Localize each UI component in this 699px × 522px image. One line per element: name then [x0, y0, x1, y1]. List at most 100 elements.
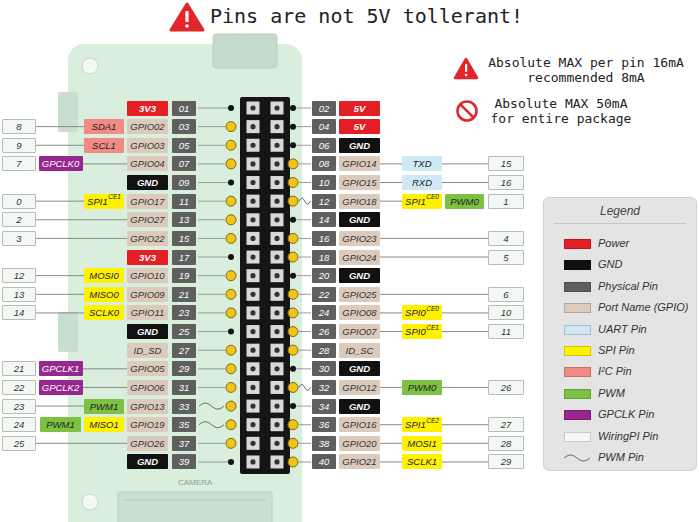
header-pin [247, 102, 260, 115]
page-title: Pins are not 5V tollerant! [210, 2, 523, 30]
spi-tag: MOSI1 [402, 436, 442, 451]
wiringpi-number: 16 [488, 175, 524, 190]
pin-leader-line [198, 331, 228, 332]
physical-pin-number: 16 [312, 231, 336, 246]
header-pin-hole [274, 403, 279, 408]
prohibition-icon [458, 102, 477, 121]
header-pin-hole [250, 236, 255, 241]
header-pin-hole [274, 161, 279, 166]
pin-label: 39 [179, 454, 190, 469]
pwm-tag: PWM0 [445, 194, 484, 209]
legend-label: UART Pin [598, 323, 647, 336]
gpio-tag: GPIO25 [339, 287, 380, 302]
leader-line [36, 145, 84, 146]
physical-pin-number: 07 [172, 156, 196, 171]
power-tag: 5V [339, 119, 380, 134]
header-pin-hole [274, 124, 279, 129]
pin-label: GPIO19 [130, 417, 164, 432]
pin-label: 24 [319, 305, 330, 320]
leader-line [380, 331, 402, 332]
usb-port [58, 92, 78, 132]
warning-icon-mark [185, 24, 189, 28]
header-pin [247, 213, 260, 226]
leader-line [36, 294, 84, 295]
power-pin-dot [228, 105, 234, 111]
pin-label: GND [349, 361, 370, 376]
pin-label: GPIO12 [342, 380, 376, 395]
wiringpi-number: 1 [488, 194, 524, 209]
pin-leader-line [198, 163, 225, 164]
pin-label: GPIO07 [342, 324, 376, 339]
legend-swatch [564, 260, 591, 270]
pin-header [240, 97, 290, 474]
pin-leader-line [296, 368, 311, 369]
leader-line [36, 275, 84, 276]
pin-leader-line [299, 238, 311, 239]
gpio-pin-dot [288, 382, 298, 392]
gpio-pin-dot [226, 289, 236, 299]
gpio-pin-dot [288, 327, 298, 337]
power-pin-dot [228, 180, 234, 186]
pin-label: ID_SC [346, 343, 374, 358]
physical-pin-number: 17 [172, 250, 196, 265]
gpio-pin-dot [226, 140, 236, 150]
legend-swatch [564, 325, 591, 335]
legend-label: PWM Pin [598, 451, 644, 464]
pin-label: GPIO13 [130, 399, 164, 414]
pin-label: 31 [179, 380, 190, 395]
pin-label: 04 [319, 119, 330, 134]
pin-label: MOSI0 [89, 268, 119, 283]
leader-line [83, 368, 128, 369]
pin-label: GPIO25 [342, 287, 376, 302]
current-limit-note: Absolute MAX 50mA for entire package [486, 96, 636, 126]
physical-pin-number: 02 [312, 101, 336, 116]
header-pin [247, 269, 260, 282]
gpio-tag: GPIO18 [339, 194, 380, 209]
leader-line [380, 461, 402, 462]
uart-tag: TXD [402, 156, 442, 171]
physical-pin-number: 09 [172, 175, 196, 190]
pin-label: 6 [503, 287, 508, 302]
pin-label: 26 [319, 324, 330, 339]
pin-leader-line [198, 182, 228, 183]
power-pin-dot [290, 124, 296, 130]
physical-pin-number: 19 [172, 268, 196, 283]
mounting-hole [82, 58, 98, 74]
header-pin [247, 232, 260, 245]
spi-tag: SPI1CE1 [84, 194, 124, 209]
header-pin-hole [250, 161, 255, 166]
power-pin-dot [290, 105, 296, 111]
camera-connector-line [124, 500, 266, 501]
header-pin [247, 418, 260, 431]
header-pin-hole [250, 105, 255, 110]
chip-select-suffix: CE0 [426, 305, 439, 313]
id-eeprom-tag: ID_SC [339, 343, 380, 358]
gpio-tag: GPIO05 [127, 361, 168, 376]
pin-label: 02 [319, 101, 330, 116]
physical-pin-number: 31 [172, 380, 196, 395]
power-tag: 5V [339, 101, 380, 116]
pin-label: 13 [179, 212, 190, 227]
pin-label: 20 [319, 268, 330, 283]
legend-swatch [564, 282, 591, 292]
header-pin [247, 381, 260, 394]
physical-pin-number: 39 [172, 454, 196, 469]
header-pin-hole [250, 422, 255, 427]
leader-line [442, 387, 488, 388]
pin-label: 11 [501, 324, 511, 339]
pin-label: 38 [319, 436, 330, 451]
chip-select-suffix: CE1 [426, 324, 439, 332]
pin-label: 4 [503, 231, 508, 246]
physical-pin-number: 18 [312, 250, 336, 265]
wiringpi-number: 24 [2, 417, 36, 432]
pin-leader-line [296, 126, 311, 127]
pin-label: SPI0 [405, 305, 426, 320]
pin-label: 10 [501, 305, 512, 320]
pin-label: GND [137, 175, 158, 190]
leader-line [380, 238, 488, 239]
pin-label: GPIO02 [130, 119, 164, 134]
wiringpi-number: 21 [2, 361, 36, 376]
leader-line [83, 163, 128, 164]
leader-line [380, 163, 402, 164]
pin-label: GPCLK2 [42, 380, 80, 395]
